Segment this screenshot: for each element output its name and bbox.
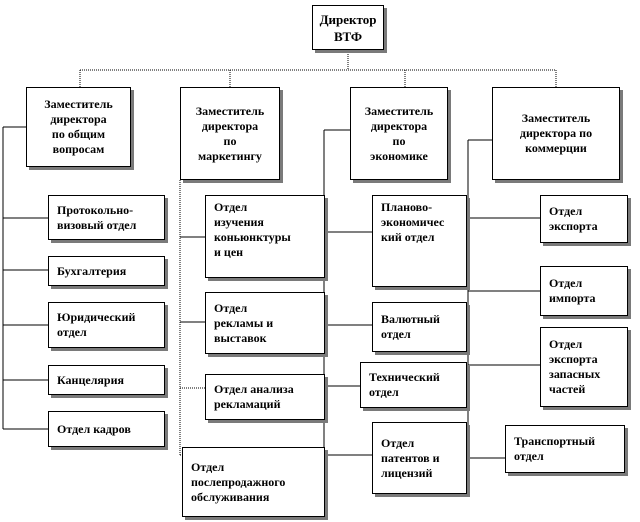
dept-import: Отдел импорта xyxy=(540,266,628,316)
deputy-general-box: Заместитель директора по общим вопросам xyxy=(26,87,131,167)
dept-after-sales: Отдел послепродажного обслуживания xyxy=(182,447,325,517)
dept-transport: Транспортный отдел xyxy=(505,425,625,473)
dept-chancellery: Канцелярия xyxy=(48,365,165,395)
director-label: Директор ВТФ xyxy=(319,11,377,44)
dept-planning-economics: Планово- экономичес кий отдел xyxy=(372,195,467,287)
deputy-economics-box: Заместитель директора по экономике xyxy=(350,87,448,180)
deputy-commerce-box: Заместитель директора по коммерции xyxy=(492,87,620,180)
deputy-marketing-label: Заместитель директора по маркетингу xyxy=(195,103,265,163)
deputy-general-label: Заместитель директора по общим вопросам xyxy=(44,97,113,156)
deputy-economics-label: Заместитель директора по экономике xyxy=(364,103,434,163)
dept-market-research: Отдел изучения коньюнктуры и цен xyxy=(205,195,325,278)
dept-accounting: Бухгалтерия xyxy=(48,256,165,286)
deputy-commerce-label: Заместитель директора по коммерции xyxy=(519,111,593,155)
director-box: Директор ВТФ xyxy=(312,5,384,50)
dept-claims-analysis: Отдел анализа рекламаций xyxy=(205,374,325,420)
dept-hr: Отдел кадров xyxy=(48,411,165,447)
dept-advertising: Отдел рекламы и выставок xyxy=(205,292,325,354)
dept-legal: Юридический отдел xyxy=(48,302,165,348)
dept-patents-licenses: Отдел патентов и лицензий xyxy=(372,422,467,494)
dept-spare-parts-export: Отдел экспорта запасных частей xyxy=(540,327,628,407)
dept-technical: Технический отдел xyxy=(360,362,467,408)
dept-export: Отдел экспорта xyxy=(540,195,628,243)
deputy-marketing-box: Заместитель директора по маркетингу xyxy=(180,87,280,180)
dept-protocol-visa: Протокольно- визовый отдел xyxy=(48,195,165,240)
dept-currency: Валютный отдел xyxy=(372,302,467,352)
